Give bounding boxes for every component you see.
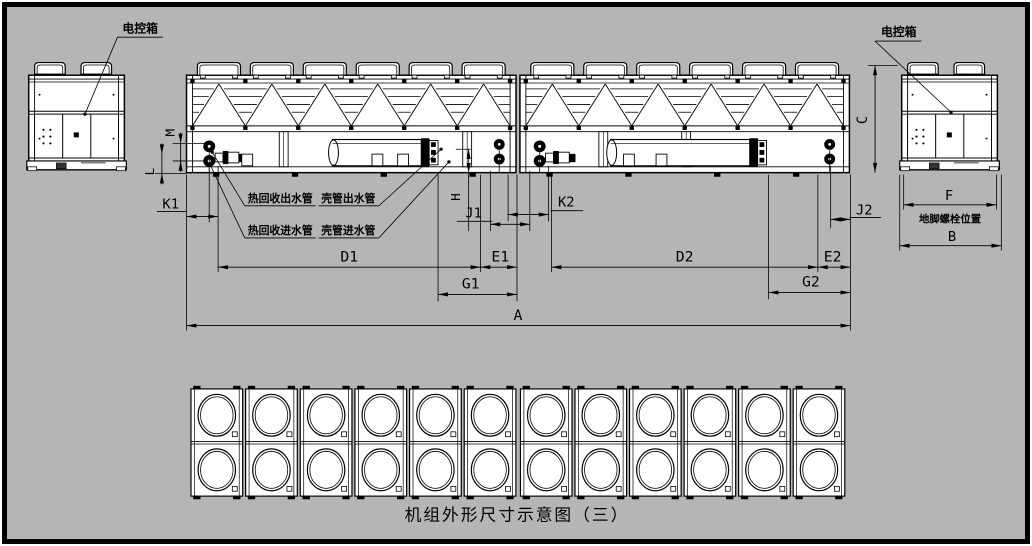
dim-label-j1: J1 [465, 206, 482, 222]
dim-label-l: L [143, 168, 158, 176]
dim-label-c: C [855, 116, 871, 124]
dim-label-k1: K1 [162, 197, 179, 213]
dim-label-f: F [945, 188, 953, 204]
dim-label-g2: G2 [802, 274, 820, 291]
control-box-label-right: 电控箱 [881, 25, 917, 39]
dim-label-m: M [164, 129, 179, 137]
heat-recovery-outlet-label: 热回收出水管 [248, 192, 313, 205]
dim-label-k2: K2 [558, 195, 575, 211]
control-box-label-left: 电控箱 [122, 21, 158, 35]
dim-label-j2: J2 [856, 203, 873, 219]
dim-label-b: B [948, 229, 956, 245]
heat-recovery-inlet-label: 热回收进水管 [248, 224, 313, 237]
dim-label-a: A [514, 307, 523, 324]
shell-outlet-label: 壳管出水管 [320, 192, 375, 205]
anchor-bolt-label: 地脚螺栓位置 [919, 212, 981, 225]
dim-label-e1: E1 [491, 248, 509, 265]
dim-label-h: H [449, 193, 464, 201]
drawing-title: 机组外形尺寸示意图（三） [405, 506, 630, 525]
dim-label-g1: G1 [462, 276, 480, 293]
dim-label-e2: E2 [824, 248, 842, 265]
shell-inlet-label: 壳管进水管 [320, 224, 375, 237]
dim-label-d1: D1 [340, 248, 358, 265]
dim-label-d2: D2 [676, 248, 694, 265]
